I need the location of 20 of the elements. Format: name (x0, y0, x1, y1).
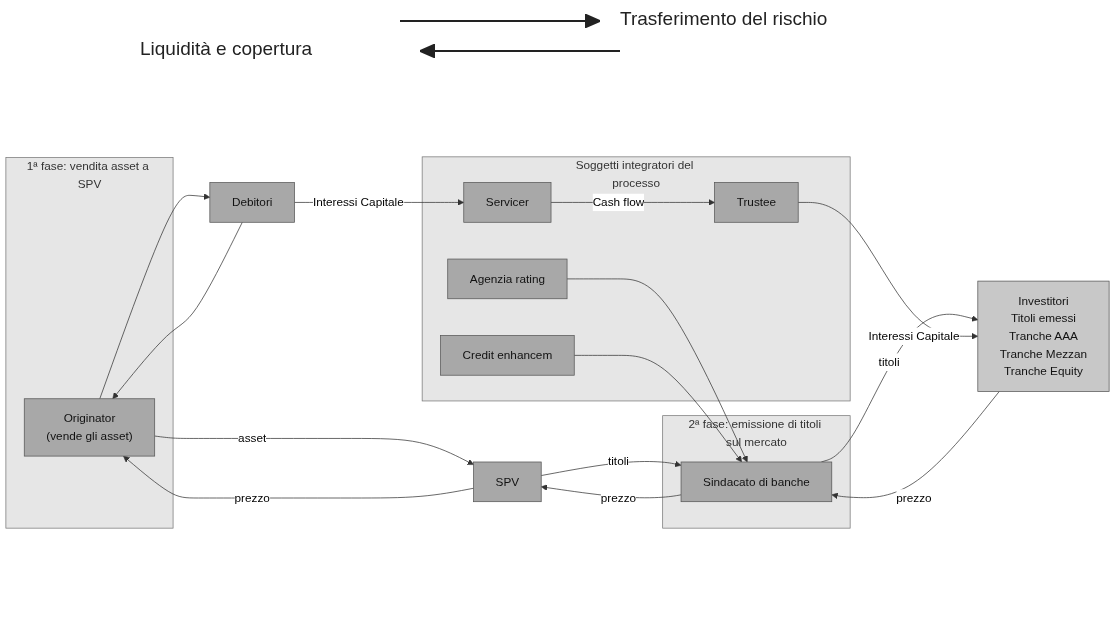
edge-label: Cash flow (592, 195, 645, 209)
edge-label: Interessi Capitale (312, 195, 404, 209)
node-box: Originator (vende gli asset) (23, 398, 156, 457)
edge-label: prezzo (896, 491, 932, 504)
edge-label: prezzo (600, 491, 637, 504)
edge-label: titoli (607, 454, 629, 468)
edge-label: titoli (878, 355, 900, 369)
node-box: Investitori Titoli emessi Tranche AAA Tranche Mezzan Tranche Equity (977, 280, 1110, 392)
flow-label: Trasferimento del rischio (620, 8, 828, 30)
node-box: Sindacato di banche (680, 461, 833, 503)
node-box: Debitori (209, 182, 295, 223)
node-box: Servicer (463, 182, 552, 223)
edge-label: asset (238, 431, 267, 445)
node-box: Agenzia rating (447, 258, 568, 300)
node-box: SPV (473, 461, 542, 503)
node-box: Trustee (714, 182, 799, 223)
edge-label: Interessi Capitale (868, 329, 960, 343)
edge-label: prezzo (234, 491, 270, 504)
flow-label: Liquidità e copertura (140, 38, 313, 60)
node-box: Credit enhancem (440, 335, 575, 376)
